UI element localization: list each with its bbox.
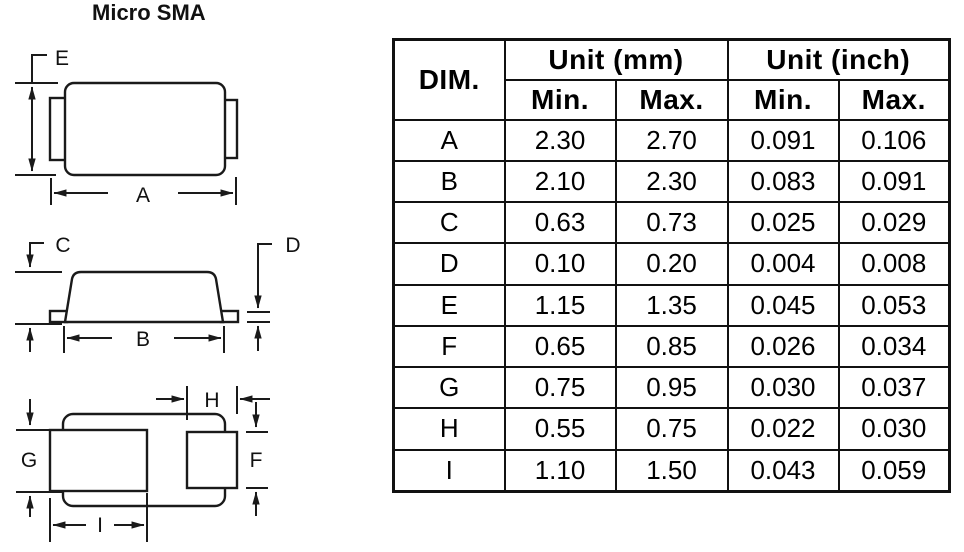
dim-c-callout: C: [15, 234, 71, 352]
mm-min-cell: 1.15: [503, 283, 617, 327]
mm-min-cell: 1.10: [503, 448, 617, 493]
header-mm-min: Min.: [503, 78, 617, 121]
dim-cell: A: [392, 118, 506, 162]
table-row: B 2.10 2.30 0.083 0.091: [392, 159, 951, 204]
inch-min-cell: 0.022: [726, 407, 840, 451]
mm-max-cell: 0.73: [614, 200, 729, 245]
bottom-view-drawing: H G F I: [16, 386, 270, 542]
dim-cell: I: [392, 448, 506, 493]
table-row: E 1.15 1.35 0.045 0.053: [392, 283, 951, 327]
mm-min-cell: 0.63: [503, 200, 617, 245]
mm-min-cell: 2.10: [503, 159, 617, 204]
inch-min-cell: 0.004: [726, 242, 840, 286]
header-unit-mm: Unit (mm): [503, 38, 729, 81]
mm-min-cell: 0.10: [503, 242, 617, 286]
header-dim: DIM.: [392, 38, 506, 121]
mm-min-cell: 0.75: [503, 365, 617, 410]
dim-cell: C: [392, 200, 506, 245]
dim-cell: D: [392, 242, 506, 286]
inch-min-cell: 0.026: [726, 324, 840, 369]
header-inch-max: Max.: [837, 78, 951, 121]
dim-label-f: F: [250, 449, 263, 472]
anode-pad: [185, 430, 239, 490]
dim-cell: G: [392, 365, 506, 410]
header-unit-inch: Unit (inch): [726, 38, 951, 81]
package-body-top-view: [63, 81, 227, 177]
table-row: C 0.63 0.73 0.025 0.029: [392, 200, 951, 245]
dim-label-a: A: [136, 184, 150, 207]
mm-min-cell: 2.30: [503, 118, 617, 162]
inch-max-cell: 0.034: [837, 324, 951, 369]
dim-d-callout: D: [247, 234, 301, 351]
dim-e-callout: E: [15, 47, 69, 176]
dim-f-callout: F: [246, 402, 268, 516]
inch-min-cell: 0.083: [726, 159, 840, 204]
mm-min-cell: 0.65: [503, 324, 617, 369]
header-inch-min: Min.: [726, 78, 840, 121]
table-row: G 0.75 0.95 0.030 0.037: [392, 365, 951, 410]
dim-label-c: C: [55, 234, 70, 257]
inch-max-cell: 0.091: [837, 159, 951, 204]
cathode-pad: [48, 428, 149, 493]
dim-cell: E: [392, 283, 506, 327]
inch-max-cell: 0.008: [837, 242, 951, 286]
table-row: F 0.65 0.85 0.026 0.034: [392, 324, 951, 369]
left-lead-top-view: [48, 96, 68, 162]
inch-max-cell: 0.106: [837, 118, 951, 162]
dim-label-g: G: [21, 449, 37, 472]
dimension-table-container: DIM. Unit (mm) Unit (inch) Min. Max. Min…: [392, 38, 952, 493]
mm-max-cell: 0.75: [614, 407, 729, 451]
dim-h-callout: H: [156, 386, 270, 420]
header-mm-max: Max.: [614, 78, 729, 121]
dim-a-callout: A: [50, 177, 237, 207]
inch-max-cell: 0.030: [837, 407, 951, 451]
table-row: I 1.10 1.50 0.043 0.059: [392, 448, 951, 493]
dim-label-d: D: [285, 234, 300, 257]
inch-min-cell: 0.025: [726, 200, 840, 245]
mm-max-cell: 0.20: [614, 242, 729, 286]
inch-max-cell: 0.059: [837, 448, 951, 493]
dim-cell: H: [392, 407, 506, 451]
table-header-row-units: DIM. Unit (mm) Unit (inch): [392, 38, 951, 121]
inch-min-cell: 0.043: [726, 448, 840, 493]
inch-min-cell: 0.045: [726, 283, 840, 327]
mm-max-cell: 0.95: [614, 365, 729, 410]
dim-g-callout: G: [16, 399, 62, 517]
table-row: D 0.10 0.20 0.004 0.008: [392, 242, 951, 286]
table-row: A 2.30 2.70 0.091 0.106: [392, 118, 951, 162]
dim-label-h: H: [204, 389, 219, 412]
inch-min-cell: 0.091: [726, 118, 840, 162]
dim-cell: F: [392, 324, 506, 369]
mm-max-cell: 1.50: [614, 448, 729, 493]
dim-label-i: I: [97, 514, 103, 537]
inch-min-cell: 0.030: [726, 365, 840, 410]
mm-min-cell: 0.55: [503, 407, 617, 451]
dimension-table: DIM. Unit (mm) Unit (inch) Min. Max. Min…: [392, 38, 952, 493]
dim-cell: B: [392, 159, 506, 204]
dim-label-b: B: [136, 328, 150, 351]
inch-max-cell: 0.037: [837, 365, 951, 410]
mm-max-cell: 0.85: [614, 324, 729, 369]
mm-max-cell: 2.30: [614, 159, 729, 204]
dim-i-callout: I: [49, 493, 148, 542]
dim-b-callout: B: [63, 326, 225, 353]
mm-max-cell: 1.35: [614, 283, 729, 327]
dim-label-e: E: [55, 47, 69, 70]
side-view-drawing: C D B: [15, 234, 301, 353]
package-body-side-view: [63, 270, 225, 324]
mm-max-cell: 2.70: [614, 118, 729, 162]
top-view-drawing: E A: [15, 47, 239, 207]
package-drawings: E A C: [15, 47, 301, 542]
inch-max-cell: 0.029: [837, 200, 951, 245]
table-header-row-minmax: Min. Max. Min. Max.: [394, 78, 951, 121]
inch-max-cell: 0.053: [837, 283, 951, 327]
page-title: Micro SMA: [92, 0, 206, 25]
table-row: H 0.55 0.75 0.022 0.030: [392, 407, 951, 451]
